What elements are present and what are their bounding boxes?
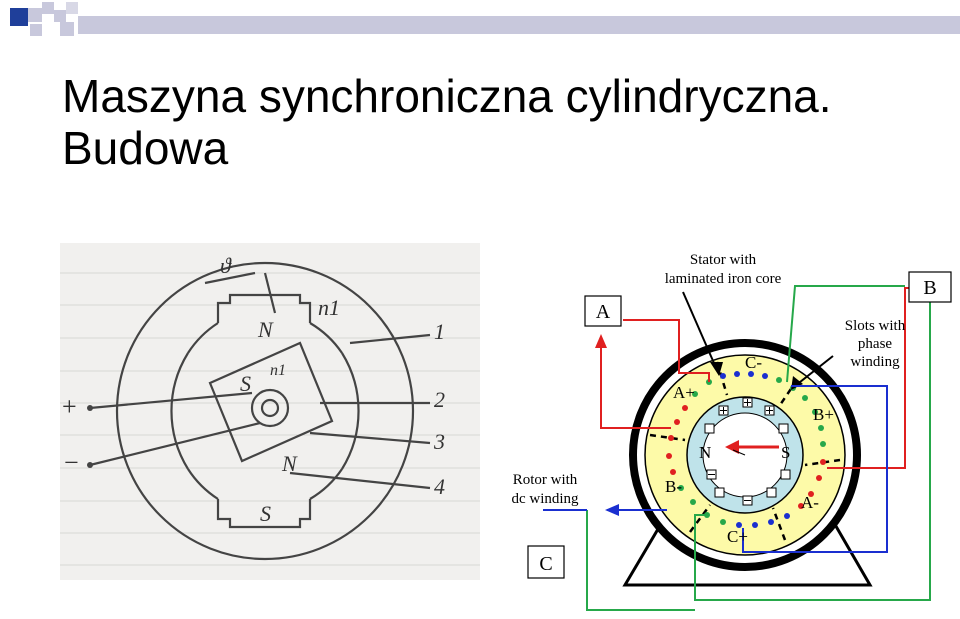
rotor-pole-N: N [281, 451, 298, 476]
pole-N-top: N [257, 317, 274, 342]
phase-B-label: B [923, 277, 936, 299]
phase-A-box [584, 295, 622, 327]
phase-A-minus: A- [801, 493, 819, 512]
phase-C-plus: C+ [727, 527, 748, 546]
stator-label-line2: laminated iron core [665, 271, 782, 287]
slots-label-line3: winding [850, 354, 900, 370]
rotor-label-line2: dc winding [511, 491, 579, 507]
phase-B-box [908, 271, 952, 303]
rotor-pole-N-label: N [699, 443, 711, 462]
scanned-machine-figure: ϑ n1 n1 N S N S 1 2 3 4 + − [60, 243, 480, 580]
rotor-label-line1: Rotor with [513, 472, 578, 488]
title-line-1: Maszyna synchroniczna cylindryczna. [62, 70, 832, 122]
slots-label-line1: Slots with [845, 318, 906, 334]
callout-2: 2 [434, 387, 445, 412]
phase-B-plus: B+ [813, 405, 834, 424]
phase-A-label: A [596, 301, 611, 323]
n1-label: n1 [318, 295, 340, 320]
callout-1: 1 [434, 319, 445, 344]
minus-terminal: − [64, 448, 79, 477]
slide-title: Maszyna synchroniczna cylindryczna. Budo… [62, 70, 832, 174]
title-line-2: Budowa [62, 122, 229, 174]
callout-3: 3 [433, 429, 445, 454]
pole-S-bottom: S [260, 501, 271, 526]
stator-label-line1: Stator with [690, 252, 757, 268]
n1-inner-label: n1 [270, 362, 286, 379]
slots-label-line2: phase [858, 336, 892, 352]
phase-C-box [527, 545, 565, 579]
theta-label: ϑ [220, 253, 232, 278]
callout-4: 4 [434, 474, 445, 499]
synchronous-machine-schematic: A B C Stator with laminated iron core Sl… [511, 252, 952, 611]
phase-B-minus: B- [665, 477, 682, 496]
rotor-pole-S: S [240, 371, 251, 396]
plus-terminal: + [62, 392, 77, 421]
rotor-pole-S-label: S [781, 443, 790, 462]
phase-C-label: C [539, 553, 552, 575]
slide-decoration [0, 0, 960, 40]
phase-C-minus: C- [745, 353, 762, 372]
phase-A-plus: A+ [673, 383, 695, 402]
